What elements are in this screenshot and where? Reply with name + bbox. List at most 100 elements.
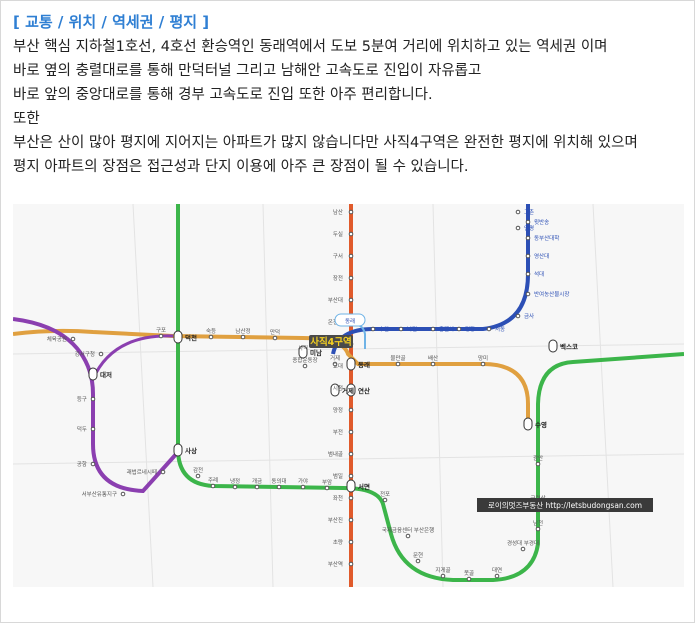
- line1-station-dot: [348, 495, 354, 501]
- line2-station-dot: [195, 473, 201, 479]
- line4-station-dot: [525, 271, 531, 277]
- line4-station-label: 동부산대학: [534, 234, 559, 242]
- line4-station-dot: [486, 326, 492, 332]
- line2-station-dot: [466, 576, 472, 582]
- line1-station-label: 범내골: [328, 450, 343, 458]
- sasang-transfer-label: 사상: [185, 446, 197, 455]
- line2-station-dot: [405, 533, 411, 539]
- line4-station-label: 영산대: [534, 252, 549, 260]
- dongnae-bubble-label: 동래: [345, 317, 355, 325]
- line1-station-label: 부전: [333, 428, 343, 436]
- line2-station-label: 대연: [492, 566, 502, 574]
- line4-station-label: 안평: [524, 225, 534, 232]
- dongnae-transfer-label: 동래: [358, 360, 370, 369]
- line2-station-label: 남천: [533, 519, 543, 527]
- line3-station-dot: [158, 333, 164, 339]
- line2-station-label: 경성대 부경대: [507, 539, 539, 547]
- line4-station-label: 금사: [524, 312, 534, 320]
- gimhae-station-dot: [120, 491, 126, 497]
- line2-station-label: 가야: [298, 477, 308, 485]
- line3-station-dot: [332, 361, 338, 367]
- line2-station-dot: [276, 484, 282, 490]
- line3-station-label: 배산: [428, 354, 438, 362]
- dongnae-bubble: 동래: [334, 313, 366, 327]
- line1-station-dot: [348, 451, 354, 457]
- daejeo-transfer-marker: [88, 367, 98, 381]
- line1-station-dot: [348, 275, 354, 281]
- line1-station-dot: [348, 253, 354, 259]
- seomyeon-transfer-label: 서면: [358, 482, 370, 491]
- line4-station-label: 석대: [534, 270, 544, 278]
- geoje-transfer-marker: [330, 383, 340, 397]
- line1-station-dot: [348, 473, 354, 479]
- line1-station-label: 구서: [333, 252, 343, 260]
- yeonsan-transfer-label: 연산: [358, 386, 370, 395]
- suyeong-transfer-label: 수영: [535, 420, 547, 429]
- gimhae-station-label: 괘법르네시떼: [127, 468, 157, 476]
- seomyeon-transfer-marker: [346, 479, 356, 493]
- line1-station-label: 부산진: [328, 516, 343, 524]
- line3-station-dot: [272, 335, 278, 341]
- gimhae-station-dot: [90, 426, 96, 432]
- deokcheon-transfer-marker: [173, 330, 183, 344]
- line4-station-dot: [525, 291, 531, 297]
- suyeong-transfer-marker: [523, 417, 533, 431]
- line2-station-dot: [494, 573, 500, 579]
- line3-station-label: 물만골: [390, 354, 405, 362]
- minam-transfer-label: 미남: [310, 348, 322, 357]
- line3-station-label: 만덕: [270, 328, 280, 336]
- gimhae-station-label: 서부산유통지구: [82, 490, 117, 498]
- line1-station-dot: [348, 231, 354, 237]
- bexco-transfer-label: 벡스코: [560, 342, 578, 351]
- line4-station-label: 고촌: [524, 208, 534, 216]
- line2-station-label: 전포: [380, 490, 390, 498]
- line1-station-dot: [348, 209, 354, 215]
- line4-station-dot: [515, 209, 521, 215]
- line3-station-dot: [208, 334, 214, 340]
- line2-station-label: 광안: [533, 455, 543, 462]
- line1-station-label: 시청: [333, 385, 343, 392]
- line3-station-dot: [480, 361, 486, 367]
- line2-station-label: 감전: [193, 466, 203, 474]
- line3-station-label: 종합운동장: [292, 356, 317, 364]
- map-watermark: 로이의멋즈부동산 http://letsbudongsan.com: [477, 498, 653, 512]
- line2-station-label: 냉정: [230, 477, 240, 485]
- line3-station-label: 구포: [156, 327, 166, 334]
- gimhae-station-dot: [98, 351, 104, 357]
- line2-station-dot: [254, 484, 260, 490]
- post-paragraph-6: 평지 아파트의 장점은 접근성과 단지 이용에 아주 큰 장점이 될 수 있습니…: [13, 159, 469, 175]
- map-watermark-text: 로이의멋즈부동산 http://letsbudongsan.com: [488, 500, 642, 510]
- line1-station-dot: [348, 407, 354, 413]
- sasang-transfer-marker: [173, 443, 183, 457]
- line1-station-label: 부산역: [328, 560, 343, 568]
- line4-station-label: 낙민: [407, 325, 417, 333]
- line4-station-label: 수안: [379, 326, 389, 333]
- line1-station-label: 두실: [333, 230, 343, 238]
- line2-station-dot: [300, 484, 306, 490]
- gimhae-station-dot: [70, 336, 76, 342]
- gimhae-station-label: 공항: [77, 460, 87, 468]
- line1-station-dot: [348, 539, 354, 545]
- line2-station-dot: [232, 484, 238, 490]
- gimhae-station-label: 강서구청: [75, 350, 95, 358]
- line4-station-dot: [525, 253, 531, 259]
- line2-station-label: 국제금융센터 부산은행: [382, 526, 434, 534]
- gimhae-station-label: 덕두: [77, 426, 87, 433]
- gimhae-station-label: 체육공원: [47, 335, 67, 343]
- gimhae-station-label: 등구: [77, 396, 87, 403]
- gimhae-station-dot: [160, 469, 166, 475]
- line3-station-label: 거제: [330, 354, 340, 362]
- line4-station-dot: [430, 326, 436, 332]
- dongnae-transfer-marker: [346, 357, 356, 371]
- line3-station-label: 남산정: [235, 327, 250, 335]
- line2-station-label: 부암: [322, 478, 332, 486]
- line2-station-dot: [535, 461, 541, 467]
- gimhae-station-dot: [90, 396, 96, 402]
- post-paragraph-1: 부산 핵심 지하철1호선, 4호선 환승역인 동래역에서 도보 5분여 거리에 …: [13, 39, 608, 55]
- line1-station-label: 양정: [333, 406, 343, 414]
- line2-station-label: 개금: [252, 477, 262, 485]
- line2-station-dot: [382, 497, 388, 503]
